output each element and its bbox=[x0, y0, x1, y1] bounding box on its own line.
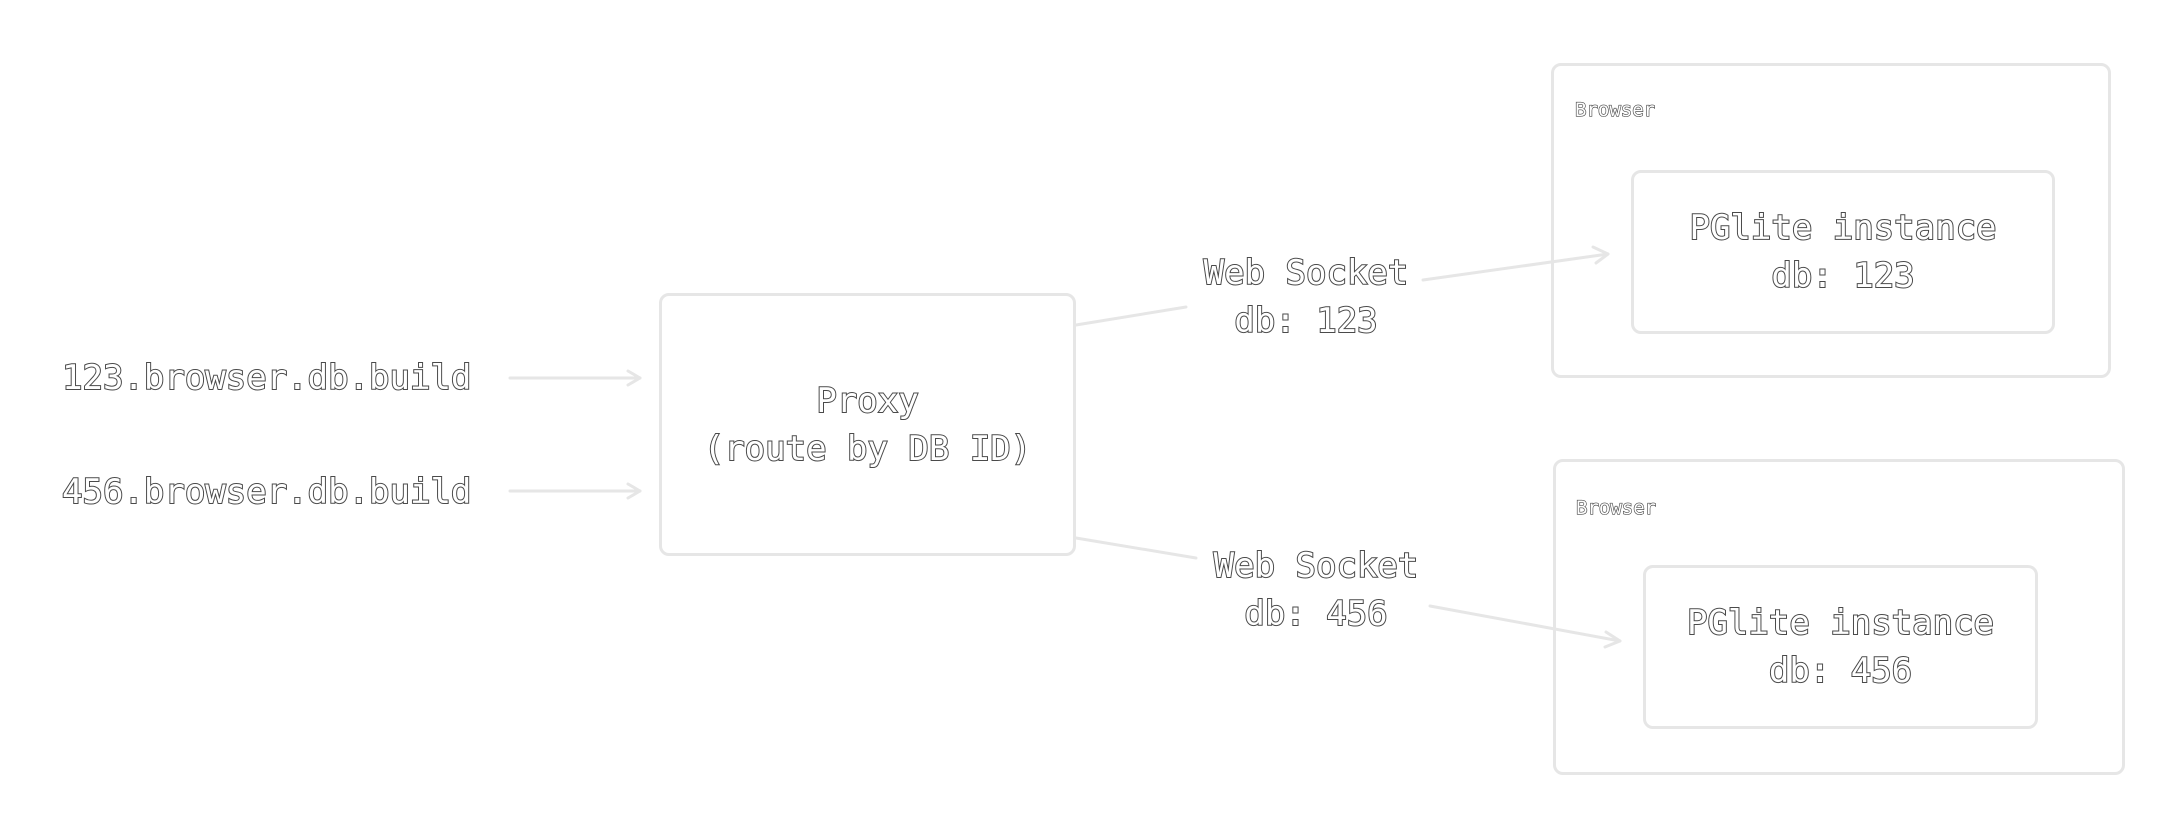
proxy-box bbox=[659, 293, 1076, 556]
proxy-title: Proxy bbox=[815, 380, 919, 422]
proxy-label: Proxy (route by DB ID) bbox=[659, 293, 1076, 556]
websocket-456-title: Web Socket bbox=[1213, 545, 1420, 587]
browser-1-label: Browser bbox=[1574, 98, 1656, 121]
input-host-123: 123.browser.db.build bbox=[61, 357, 472, 399]
pglite-instance-box-123 bbox=[1631, 170, 2055, 334]
arrow-websocket-123-to-pglite bbox=[1421, 252, 1610, 282]
proxy-subtitle: (route by DB ID) bbox=[703, 428, 1033, 470]
websocket-123-db: db: 123 bbox=[1233, 300, 1378, 342]
browser-2-label: Browser bbox=[1575, 496, 1657, 519]
arrow-websocket-456-to-pglite bbox=[1428, 604, 1622, 643]
websocket-label-456: Web Socket db: 456 bbox=[1186, 540, 1446, 640]
websocket-label-123: Web Socket db: 123 bbox=[1176, 247, 1436, 347]
arrowhead-input-456 bbox=[626, 482, 642, 500]
input-host-456: 456.browser.db.build bbox=[61, 471, 472, 513]
arrowhead-websocket-456 bbox=[1603, 630, 1622, 649]
browser-box-1 bbox=[1551, 63, 2111, 378]
arrowhead-input-123 bbox=[626, 369, 642, 387]
line-proxy-to-websocket-456 bbox=[1074, 536, 1198, 560]
pglite-instance-box-456 bbox=[1643, 565, 2038, 729]
browser-box-2 bbox=[1553, 459, 2125, 775]
line-proxy-to-websocket-123 bbox=[1074, 305, 1188, 327]
pglite-instance-label-456: PGlite instance db: 456 bbox=[1643, 565, 2038, 729]
websocket-456-db: db: 456 bbox=[1243, 593, 1388, 635]
pglite-456-title: PGlite instance bbox=[1686, 602, 1995, 644]
websocket-123-title: Web Socket bbox=[1203, 252, 1410, 294]
arrowhead-websocket-123 bbox=[1591, 245, 1610, 265]
pglite-instance-label-123: PGlite instance db: 123 bbox=[1631, 170, 2055, 334]
pglite-123-db: db: 123 bbox=[1770, 255, 1915, 297]
pglite-456-db: db: 456 bbox=[1768, 650, 1913, 692]
pglite-123-title: PGlite instance bbox=[1688, 207, 1997, 249]
